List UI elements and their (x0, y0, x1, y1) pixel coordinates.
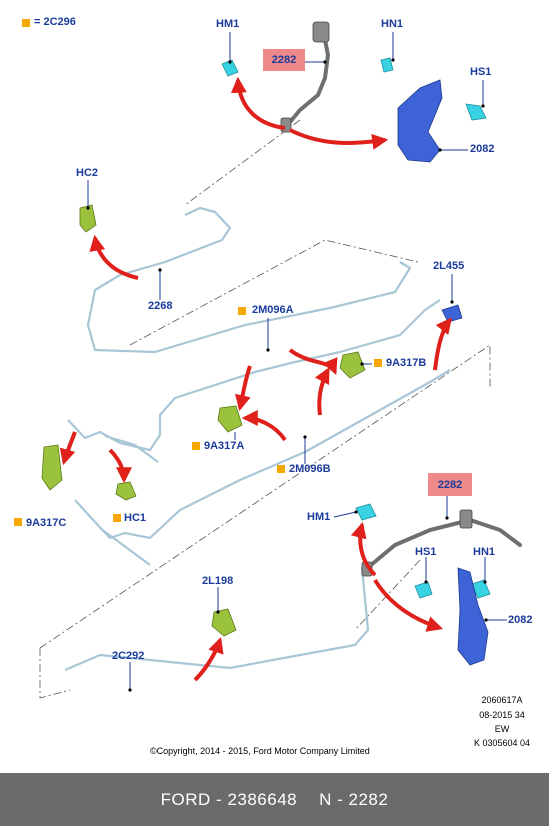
label-9a317a: 9A317A (204, 440, 245, 452)
label-2082-bottom: 2082 (508, 614, 533, 626)
label-2268: 2268 (148, 300, 173, 312)
label-2m096b: 2M096B (289, 463, 331, 475)
label-hs1-bottom: HS1 (415, 546, 437, 558)
highlight-2282-bottom: 2282 (428, 473, 472, 496)
brake-tubes (64, 206, 451, 672)
marker-9a317c (14, 518, 22, 526)
brake-hoses (283, 38, 522, 572)
label-hm1-top: HM1 (216, 18, 240, 30)
drawing-region: EW (494, 724, 510, 734)
leader-dots (86, 58, 488, 692)
leader-lines (87, 32, 507, 690)
marker-9a317b (374, 359, 382, 367)
cyan-clips (221, 57, 491, 599)
footer-item-number: N - 2282 (319, 789, 389, 809)
legend-swatch (22, 19, 30, 27)
label-9a317b: 9A317B (386, 357, 427, 369)
label-9a317c: 9A317C (26, 517, 67, 529)
legend-label: = 2C296 (34, 16, 76, 28)
drawing-code: 2060617A (481, 695, 523, 705)
green-clips (41, 204, 366, 637)
marker-2m096b (277, 465, 285, 473)
marker-2m096a (238, 307, 246, 315)
footer-bar: FORD - 2386648 N - 2282 (0, 773, 549, 826)
drawing-date: 08-2015 34 (479, 710, 525, 720)
label-2m096a: 2M096A (252, 304, 294, 316)
label-hm1-bottom: HM1 (307, 511, 331, 523)
label-hs1-top: HS1 (470, 66, 492, 78)
highlight-2282-top: 2282 (263, 49, 305, 71)
label-hn1-bottom: HN1 (473, 546, 496, 558)
drawing-ref: K 0305604 04 (473, 738, 531, 748)
copyright: ©Copyright, 2014 - 2015, Ford Motor Comp… (150, 746, 370, 756)
label-hc1: HC1 (124, 512, 147, 524)
red-arrows (59, 76, 452, 682)
label-2c292: 2C292 (112, 650, 145, 662)
label-hc2: HC2 (76, 167, 99, 179)
label-hn1-top: HN1 (381, 18, 404, 30)
label-2l198: 2L198 (202, 575, 234, 587)
footer-part-number: FORD - 2386648 (160, 789, 298, 809)
blue-brackets (397, 79, 489, 666)
marker-9a317a (192, 442, 200, 450)
label-2282-bottom: 2282 (437, 478, 463, 491)
label-2l455: 2L455 (433, 260, 465, 272)
marker-hc1 (113, 514, 121, 522)
label-2282-top: 2282 (271, 54, 297, 66)
assembly-outline (39, 119, 491, 699)
label-2082-top: 2082 (470, 143, 495, 155)
